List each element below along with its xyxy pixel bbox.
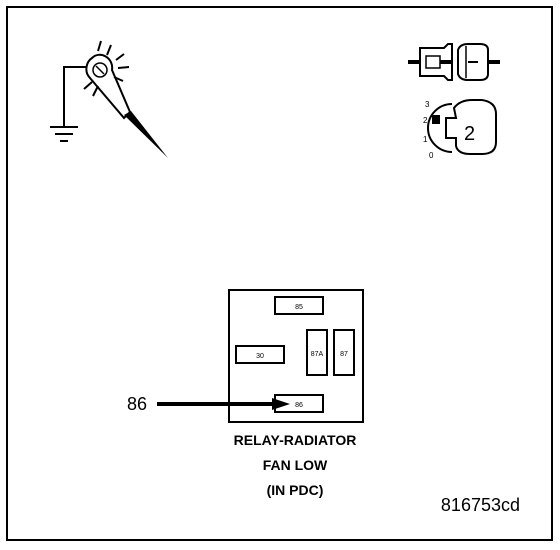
callout-label: 86 [127,394,148,414]
ignition-position-2: 2 [423,116,428,125]
terminal-87a [306,329,328,376]
terminal-86-label: 86 [295,402,303,409]
key-position-label: 2 [464,123,475,145]
terminal-85-label: 85 [295,304,303,311]
relay-socket: 85 30 87A 87 86 [228,289,364,423]
terminal-87 [333,329,355,376]
ignition-position-3: 3 [425,100,430,109]
terminal-30 [235,345,285,364]
terminal-87-label: 87 [340,351,348,358]
test-light-probe-icon [50,40,168,158]
figure-id: 816753cd [440,495,520,515]
relay-caption-line1: RELAY-RADIATOR [233,432,357,448]
connector-icon [408,43,500,81]
terminal-87a-label: 87A [311,351,324,358]
ignition-position-0: 0 [429,151,434,160]
terminal-85 [274,296,324,315]
callout-arrow [157,398,290,410]
relay-caption-line2: FAN LOW [262,457,328,473]
diagram-border [6,6,553,541]
relay-caption-line3: (IN PDC) [266,482,324,498]
ignition-position-1: 1 [423,135,428,144]
ignition-switch-icon: 3 2 1 0 2 [423,99,497,160]
terminal-30-label: 30 [256,353,264,360]
